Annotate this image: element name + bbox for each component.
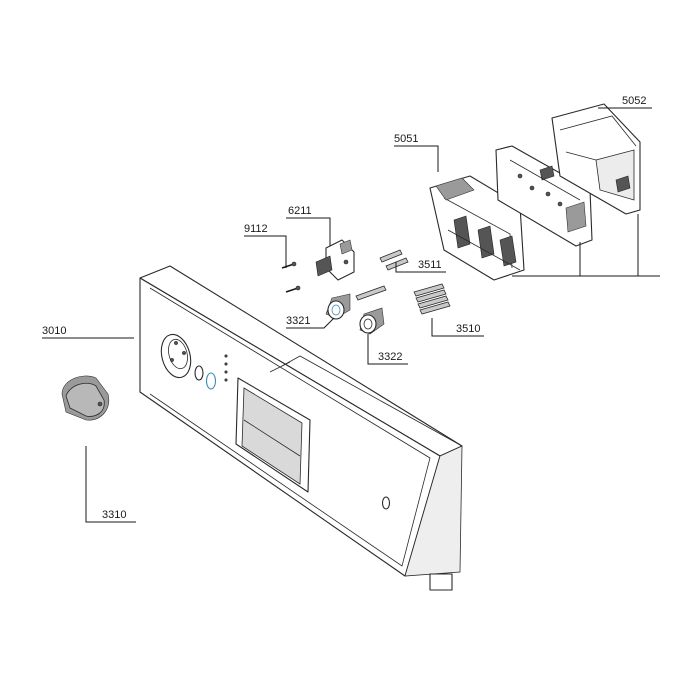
label-3321: 3321 [286,315,310,327]
label-5051: 5051 [394,133,418,145]
label-3310: 3310 [102,509,126,521]
part-number-labels: 5052 5051 6211 9112 3511 3321 3510 3010 … [42,95,646,521]
module-cover-5052 [551,103,641,215]
rotary-knob-3310 [61,375,110,421]
label-3510: 3510 [456,323,480,335]
label-5052: 5052 [622,95,646,107]
shaft-part-6211 [315,239,355,281]
light-pipes-3510 [413,283,451,315]
label-3511: 3511 [418,259,442,271]
control-panel-3010 [139,265,463,591]
label-9112: 9112 [244,223,268,235]
label-3010: 3010 [42,325,66,337]
circuit-board [495,145,593,247]
button-3321 [325,293,351,320]
label-3322: 3322 [378,351,402,363]
leader-lines [42,107,660,523]
button-3322 [359,307,385,335]
label-6211: 6211 [288,205,312,217]
light-pipes-3511 [355,249,409,301]
screws-9112 [281,261,301,293]
